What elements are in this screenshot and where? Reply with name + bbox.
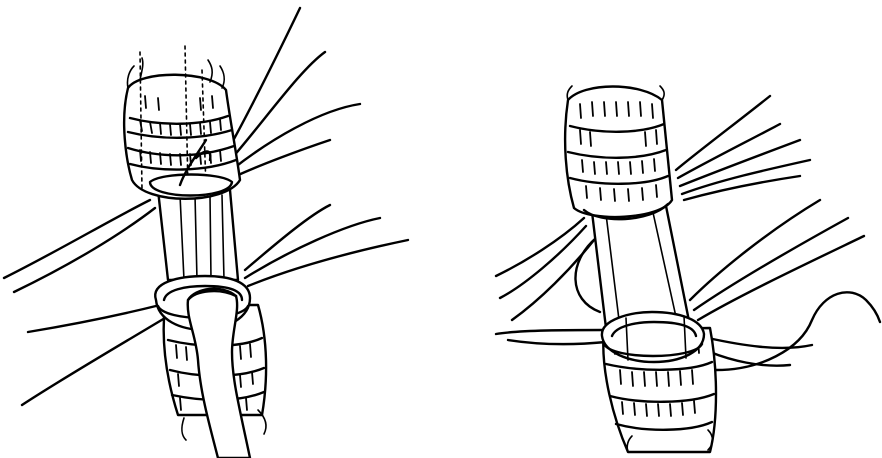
right-panel-drawing: [496, 86, 880, 452]
left-upper-cuff: [124, 46, 240, 199]
right-anastomosis-ring: [602, 312, 704, 362]
left-panel-drawing: [4, 8, 408, 458]
right-vessel-trunk: [592, 206, 690, 328]
right-upper-cuff: [565, 86, 672, 219]
left-vessel-trunk: [158, 190, 238, 280]
